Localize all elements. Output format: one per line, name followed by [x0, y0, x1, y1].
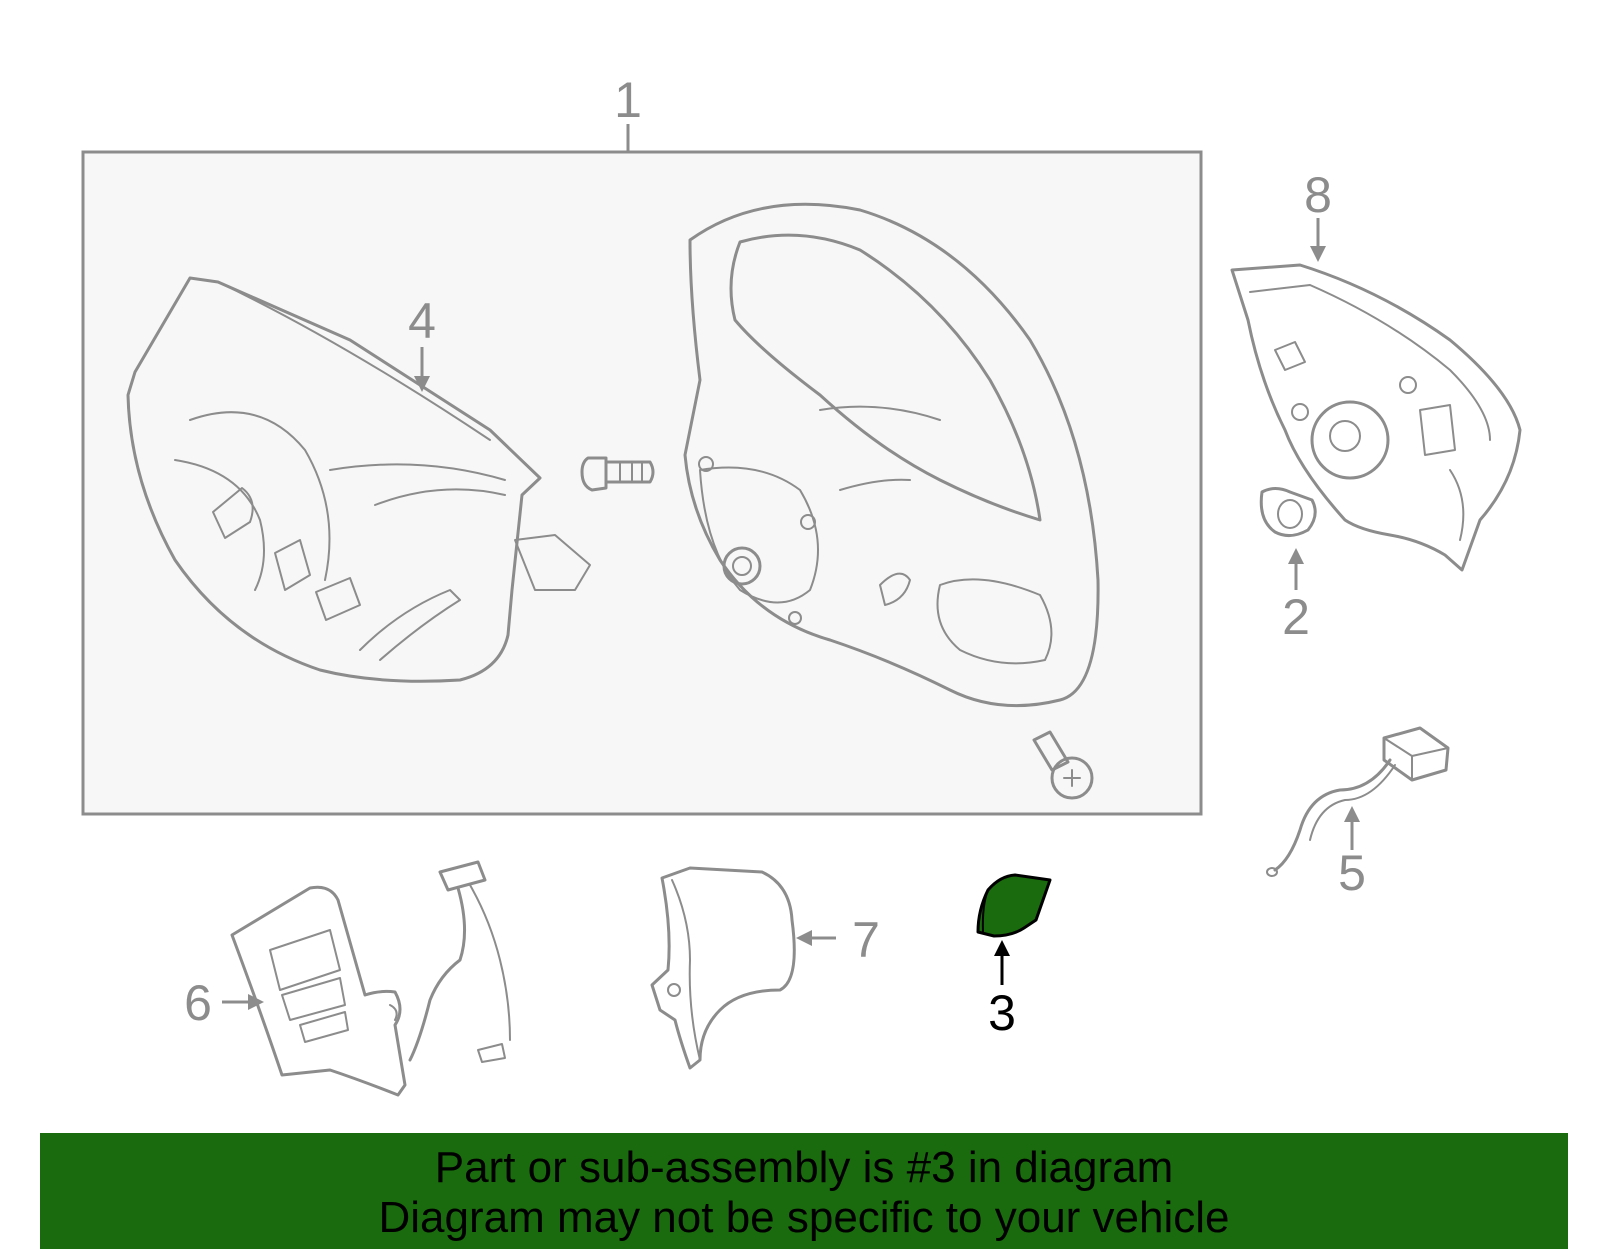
info-banner: Part or sub-assembly is #3 in diagram Di… — [40, 1133, 1568, 1249]
bolt-lower — [1032, 730, 1094, 800]
banner-line-part-number: Part or sub-assembly is #3 in diagram — [434, 1143, 1174, 1192]
banner-line-disclaimer: Diagram may not be specific to your vehi… — [378, 1193, 1230, 1242]
part-3-shape[interactable] — [976, 873, 1052, 938]
callout-2[interactable]: 2 — [1282, 589, 1310, 645]
part-2-nut[interactable]: 2 — [1259, 487, 1317, 646]
leader-arrow-4 — [414, 376, 430, 392]
leader-arrow-5 — [1344, 806, 1360, 822]
part-3-highlighted[interactable]: 3 — [976, 873, 1052, 1041]
steering-wheel — [683, 202, 1100, 708]
bolt-upper — [580, 456, 655, 492]
leader-arrow-6 — [248, 994, 264, 1010]
leader-arrow-7 — [796, 930, 812, 946]
leader-arrow-8 — [1310, 246, 1326, 262]
callout-4[interactable]: 4 — [408, 293, 436, 349]
callout-1[interactable]: 1 — [614, 72, 642, 128]
callout-3[interactable]: 3 — [988, 985, 1016, 1041]
assembly-group-1: 1 — [81, 72, 1203, 816]
part-5-harness[interactable]: 5 — [1266, 726, 1450, 901]
part-6-switch[interactable]: 6 — [184, 860, 511, 1097]
part-8-airbag[interactable]: 8 — [1230, 167, 1522, 572]
callout-7[interactable]: 7 — [852, 912, 880, 968]
part-4-column-cover[interactable]: 4 — [126, 276, 591, 683]
part-7-cover[interactable]: 7 — [650, 866, 880, 1070]
callout-5[interactable]: 5 — [1338, 845, 1366, 901]
leader-arrow-2 — [1288, 548, 1304, 564]
callout-8[interactable]: 8 — [1304, 167, 1332, 223]
callout-6[interactable]: 6 — [184, 975, 212, 1031]
leader-arrow-3 — [994, 940, 1010, 956]
